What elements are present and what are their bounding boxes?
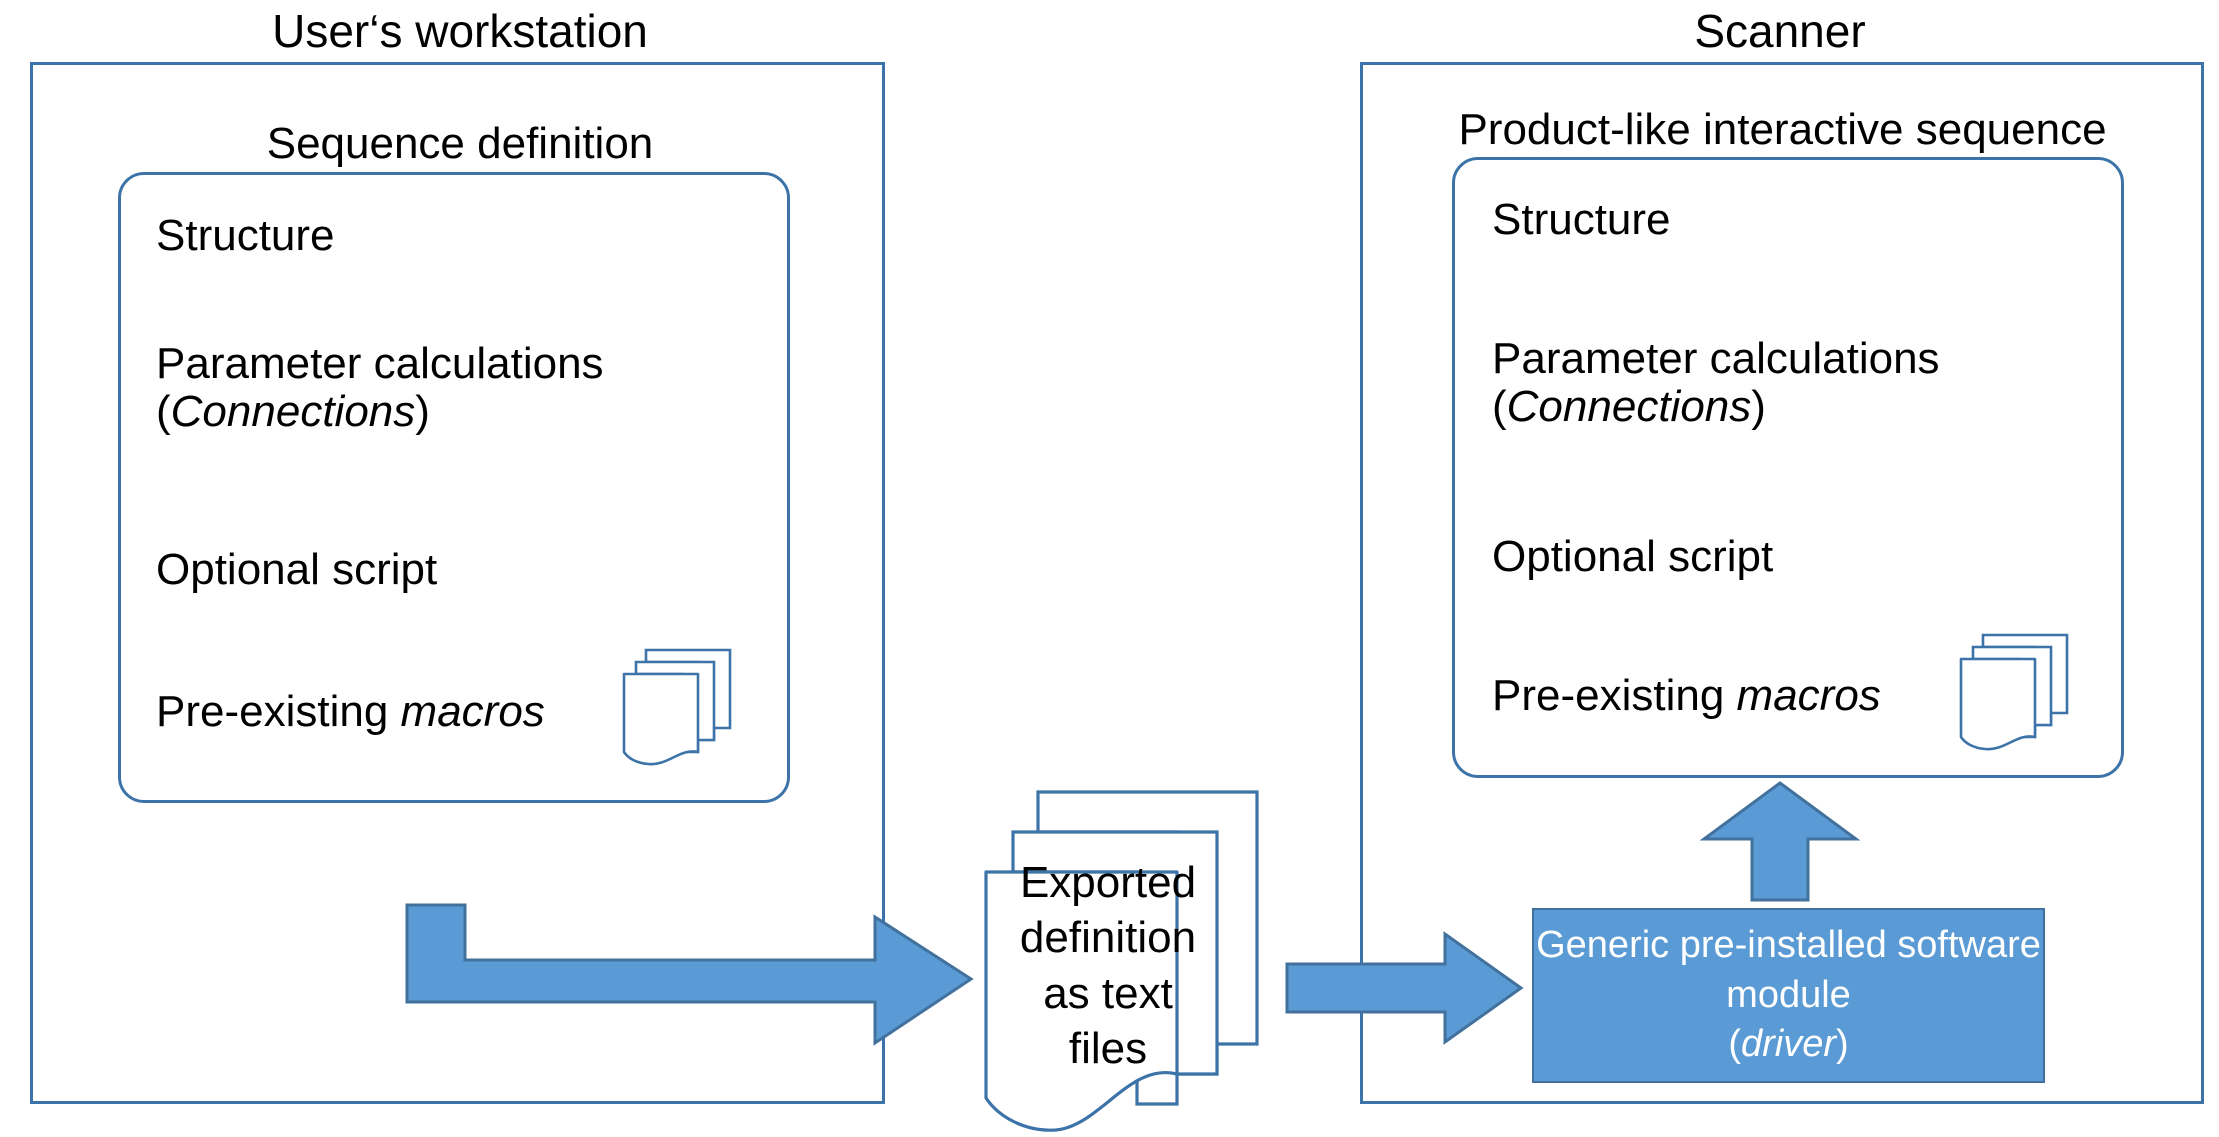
connections-keyword: Connections [170,386,416,436]
scanner-feature-parameter-calculations: Parameter calculations (Connections) [1492,335,1940,430]
paren-close: ) [1836,1023,1849,1066]
paren-open: ( [1492,381,1507,431]
sequence-definition-caption: Sequence definition [266,119,654,168]
exported-documents-label: Exported definition as text files [978,855,1238,1077]
driver-module-box: Generic pre-installed software module (d… [1532,908,2045,1083]
workstation-feature-pre-existing-macros: Pre-existing macros [156,688,545,736]
scanner-panel-title: Scanner [1694,5,1866,57]
workstation-panel-title: User‘s workstation [272,5,648,57]
exported-docs-line-2: definition [1019,913,1197,963]
paren-open: ( [1728,1023,1741,1066]
connections-keyword: Connections [1506,381,1752,431]
scanner-parameter-calculations-line2: (Connections) [1492,381,1940,431]
stacked-documents-icon [1959,633,2069,751]
driver-keyword: driver [1740,1023,1837,1066]
scanner-parameter-calculations-line1: Parameter calculations [1492,334,1940,383]
pre-existing-prefix: Pre-existing [156,687,401,736]
stacked-documents-icon [622,648,732,766]
workstation-feature-optional-script: Optional script [156,545,438,594]
paren-close: ) [415,386,430,436]
paren-open: ( [156,386,171,436]
exported-documents-icon [984,790,1259,1132]
driver-module-label: Generic pre-installed software module (d… [1536,921,2041,1069]
workstation-parameter-calculations-line2: (Connections) [156,386,604,436]
pre-existing-prefix: Pre-existing [1492,671,1737,720]
exported-docs-line-3: as text [1043,968,1173,1018]
scanner-feature-structure: Structure [1492,195,1671,244]
interactive-sequence-caption: Product-like interactive sequence [1458,105,2107,154]
macros-keyword: macros [400,687,545,736]
driver-line-3: (driver) [1536,1020,2041,1069]
paren-close: ) [1751,381,1766,431]
scanner-feature-optional-script: Optional script [1492,532,1774,581]
driver-line-2: module [1726,973,1851,1016]
arrow-to-driver-icon [1285,931,1524,1045]
exported-docs-line-4: files [1068,1024,1148,1074]
arrow-export-icon [405,903,974,1046]
driver-line-1: Generic pre-installed software [1536,924,2041,967]
arrow-up-driver-icon [1700,781,1860,902]
scanner-feature-pre-existing-macros: Pre-existing macros [1492,672,1881,720]
workstation-parameter-calculations-line1: Parameter calculations [156,339,604,388]
macros-keyword: macros [1736,671,1881,720]
workstation-feature-structure: Structure [156,211,335,260]
exported-docs-line-1: Exported [1019,858,1197,907]
workstation-feature-parameter-calculations: Parameter calculations (Connections) [156,340,604,435]
